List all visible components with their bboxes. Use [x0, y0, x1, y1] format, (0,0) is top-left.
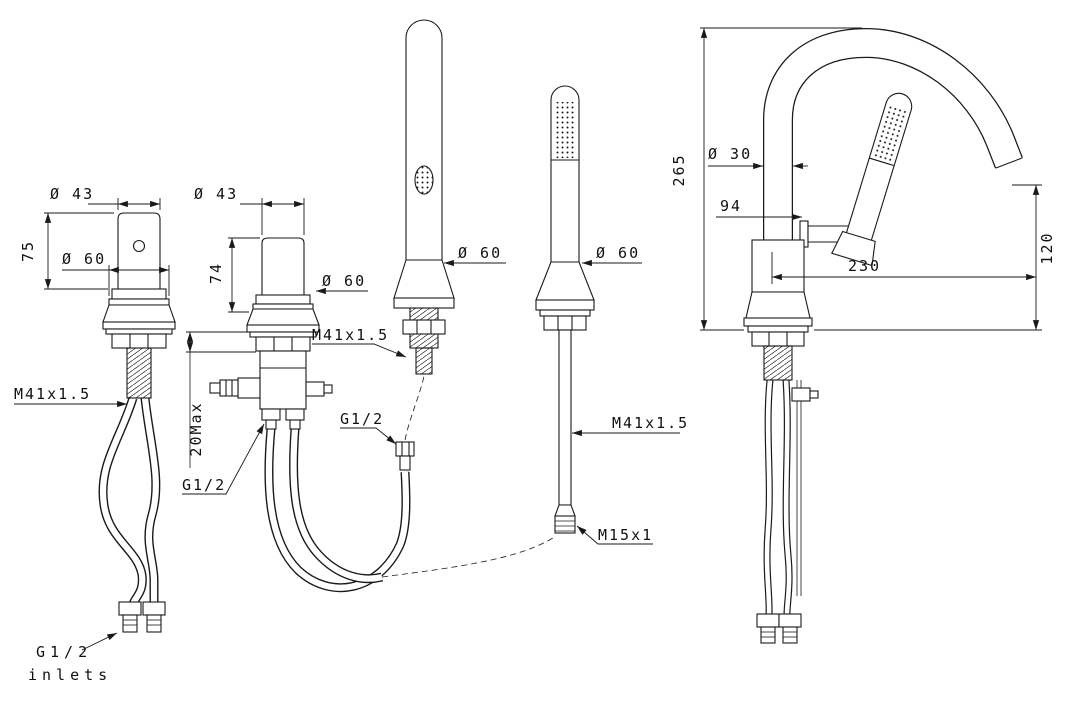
dim-fig5-handle-offset: 94 [720, 197, 742, 215]
view-left-valve: Ø 43 75 Ø 60 M41x1.5 G1/2 inlets [14, 185, 176, 684]
handshower-dimensions: Ø 60 M41x1.5 M15x1 [572, 244, 689, 545]
view-spout: Ø 60 M41x1.5 G1/2 [312, 19, 506, 445]
dim-fig3-mount-thread: M41x1.5 [312, 326, 389, 344]
spout-body [393, 19, 455, 375]
dim-fig5-spout-diameter: Ø 30 [708, 145, 752, 163]
dim-fig1-mount-thread: M41x1.5 [14, 385, 91, 403]
dim-fig2-height: 74 [207, 262, 225, 284]
spout-dimensions: Ø 60 M41x1.5 G1/2 [312, 244, 506, 445]
dim-fig1-base-diameter: Ø 60 [62, 250, 106, 268]
dim-fig4-mount-thread: M41x1.5 [612, 414, 689, 432]
dim-fig5-spout-reach: 230 [848, 257, 881, 275]
dim-fig5-overall-height: 265 [670, 153, 688, 186]
spout-hose-nut [395, 441, 415, 471]
dim-fig2-hose-thread: G1/2 [182, 476, 226, 494]
diverter-dimensions: Ø 43 74 Ø 60 20Max G1/2 [182, 185, 368, 495]
dim-fig2-top-diameter: Ø 43 [194, 185, 238, 203]
dim-fig1-top-diameter: Ø 43 [50, 185, 94, 203]
left-valve-inlet-fittings [118, 601, 166, 633]
dim-fig2-deck-max: 20Max [187, 401, 205, 456]
dim-fig5-outlet-height: 120 [1038, 231, 1056, 264]
dim-fig3-inlet-thread: G1/2 [340, 410, 384, 428]
dim-fig1-height: 75 [19, 240, 37, 262]
assembled-body [743, 239, 819, 402]
left-valve-dimensions: Ø 43 75 Ø 60 M41x1.5 [14, 185, 170, 408]
diverter-hoses [264, 428, 411, 593]
left-valve-body [102, 212, 176, 399]
handshower-body [535, 85, 595, 534]
dim-fig4-base-diameter: Ø 60 [596, 244, 640, 262]
inlets-note-line2: inlets [28, 666, 112, 684]
assembled-spout [763, 27, 1023, 250]
assembled-handshower-docked [831, 92, 913, 267]
dim-fig3-base-diameter: Ø 60 [458, 244, 502, 262]
shower-hose-dashed-path [381, 535, 557, 578]
dim-fig2-base-diameter: Ø 60 [322, 272, 366, 290]
assembled-underdeck [756, 379, 802, 644]
inlets-note: G1/2 inlets [28, 632, 118, 684]
view-assembled: 265 Ø 30 94 230 120 [670, 27, 1056, 644]
spout-hose-dashed-link [404, 375, 425, 441]
dim-fig4-hose-thread: M15x1 [598, 526, 653, 544]
left-valve-hoses [98, 396, 161, 606]
diverter-body [209, 237, 333, 430]
inlets-note-line1: G1/2 [36, 643, 92, 661]
view-diverter-valve: Ø 43 74 Ø 60 20Max G1/2 [182, 185, 557, 593]
view-handshower: Ø 60 M41x1.5 M15x1 [535, 85, 689, 545]
assembled-dimensions: 265 Ø 30 94 230 120 [670, 27, 1056, 331]
